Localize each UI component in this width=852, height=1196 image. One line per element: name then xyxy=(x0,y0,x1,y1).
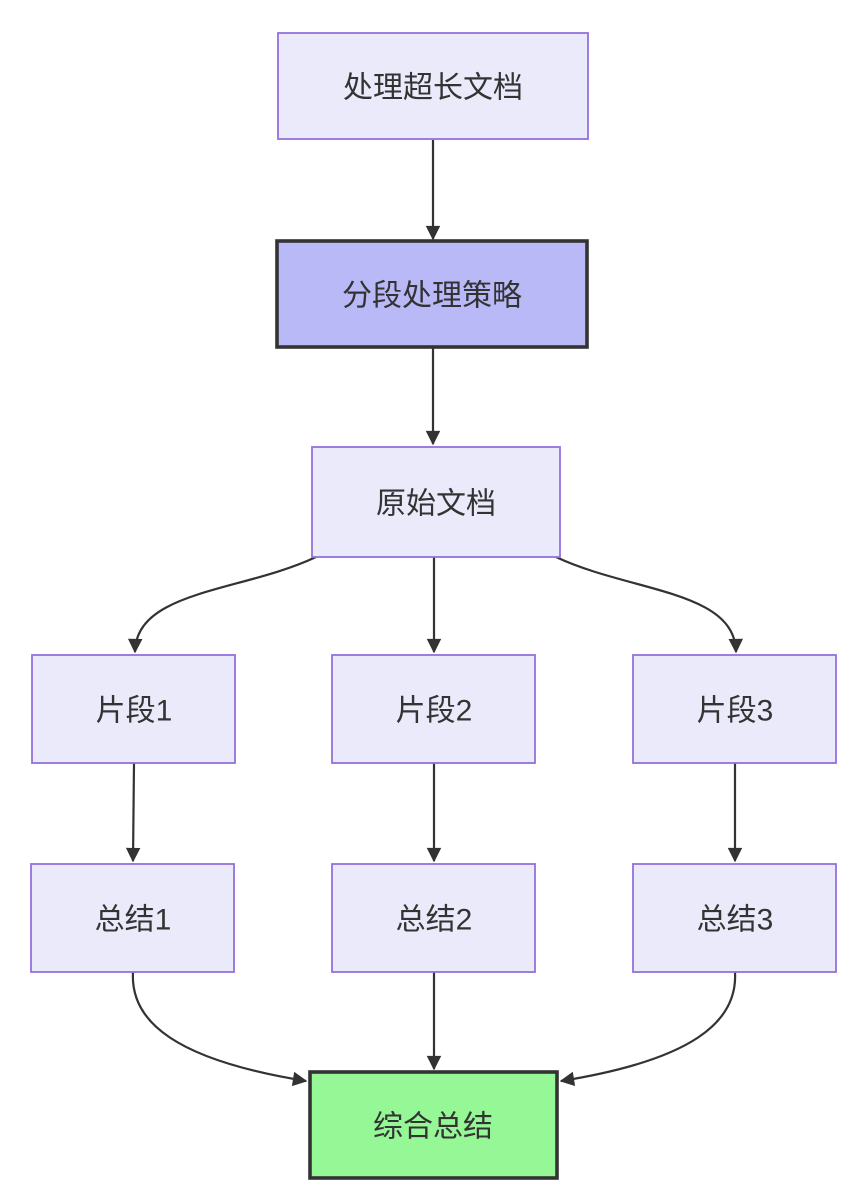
node-summary-1-box xyxy=(30,863,235,973)
node-process-long-doc-box xyxy=(277,32,589,140)
edge-summary3-to-final xyxy=(559,971,737,1087)
edge-summary1-to-final xyxy=(131,971,308,1087)
node-chunk-1-label: 片段1 xyxy=(96,695,173,728)
node-summary-2-label: 总结2 xyxy=(396,904,473,937)
node-chunk-3-box xyxy=(632,654,837,764)
node-summary-1-label: 总结1 xyxy=(95,904,172,937)
node-summary-1: 总结1 xyxy=(30,863,235,973)
node-summary-3: 总结3 xyxy=(632,863,837,973)
node-chunking-strategy-label: 分段处理策略 xyxy=(342,280,522,313)
node-process-long-doc: 处理超长文档 xyxy=(277,32,589,140)
node-final-summary-label: 综合总结 xyxy=(373,1111,493,1144)
node-chunk-3-label: 片段3 xyxy=(697,695,774,728)
node-process-long-doc-label: 处理超长文档 xyxy=(343,72,523,105)
node-chunk-2: 片段2 xyxy=(331,654,536,764)
node-chunk-3: 片段3 xyxy=(632,654,837,764)
node-chunk-1: 片段1 xyxy=(31,654,236,764)
node-summary-2: 总结2 xyxy=(331,863,536,973)
node-summary-3-label: 总结3 xyxy=(697,904,774,937)
node-original-doc: 原始文档 xyxy=(311,446,561,558)
node-original-doc-label: 原始文档 xyxy=(376,488,496,521)
edge-original-to-chunk3 xyxy=(555,556,744,654)
edge-original-to-chunk1 xyxy=(127,556,317,654)
node-chunk-2-label: 片段2 xyxy=(396,695,473,728)
node-final-summary: 综合总结 xyxy=(308,1070,559,1180)
node-chunk-1-box xyxy=(31,654,236,764)
node-final-summary-box xyxy=(308,1070,559,1180)
node-chunking-strategy-box xyxy=(275,239,589,349)
node-summary-2-box xyxy=(331,863,536,973)
node-original-doc-box xyxy=(311,446,561,558)
node-summary-3-box xyxy=(632,863,837,973)
node-chunking-strategy: 分段处理策略 xyxy=(275,239,589,349)
node-chunk-2-box xyxy=(331,654,536,764)
edge-layer xyxy=(125,140,744,1087)
edge-chunk1-to-summary1 xyxy=(125,762,141,863)
